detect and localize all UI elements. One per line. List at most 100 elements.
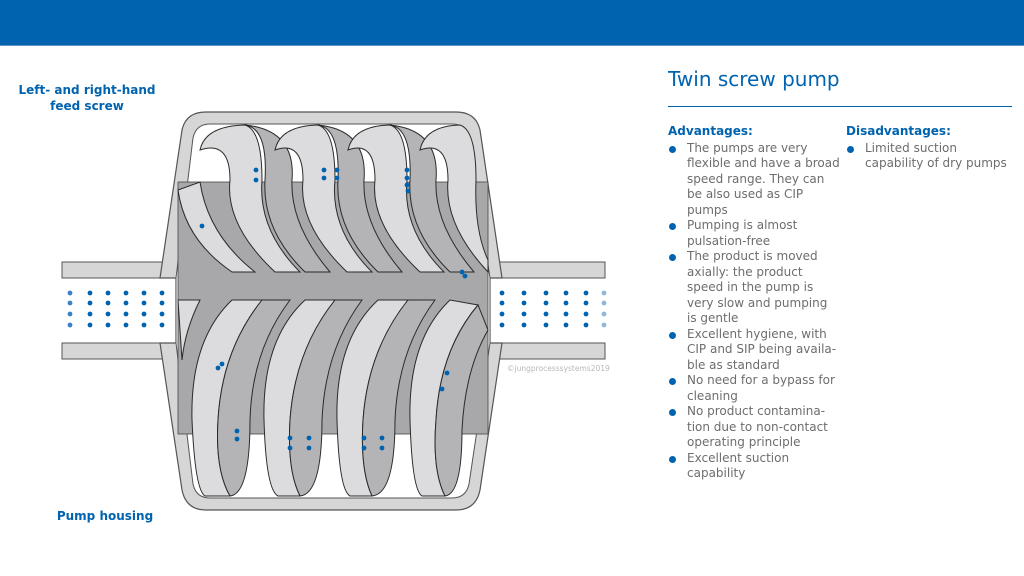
- product-particle: [253, 177, 259, 183]
- product-particle: [253, 167, 259, 173]
- feed-screw-label: Left- and right-hand feed screw: [18, 83, 156, 113]
- product-particle: [543, 300, 549, 306]
- bullet-icon: [669, 378, 676, 385]
- product-particle: [215, 365, 221, 371]
- bullet-icon: [669, 223, 676, 230]
- advantages-heading: Advantages:: [668, 124, 753, 138]
- product-particle: [123, 290, 129, 296]
- product-particle: [87, 290, 93, 296]
- list-item-text: The product is moved axially: the produc…: [687, 249, 828, 325]
- list-item: Excellent hygiene, with CIP and SIP bein…: [668, 327, 840, 374]
- product-particle: [123, 322, 129, 328]
- pump-housing-label: Pump housing: [56, 509, 154, 523]
- product-particle: [287, 435, 293, 441]
- list-item-text: Excellent hygiene, with CIP and SIP bein…: [687, 326, 837, 372]
- header-bar: [0, 0, 1024, 46]
- product-particle: [601, 311, 607, 317]
- product-particle: [87, 300, 93, 306]
- product-particle: [306, 435, 312, 441]
- product-particle: [583, 311, 589, 317]
- product-particle: [159, 322, 165, 328]
- product-particle: [601, 322, 607, 328]
- product-particle: [404, 182, 410, 188]
- product-particle: [306, 445, 312, 451]
- product-particle: [459, 269, 465, 275]
- product-particle: [499, 311, 505, 317]
- copyright-notice: ©jungprocesssystems2019: [507, 364, 610, 373]
- title-divider: [668, 106, 1012, 107]
- bullet-icon: [669, 409, 676, 416]
- advantages-column: Advantages: The pumps are very flexible …: [668, 124, 840, 482]
- bullet-icon: [669, 455, 676, 463]
- product-particle: [563, 290, 569, 296]
- product-particle: [123, 300, 129, 306]
- product-particle: [379, 435, 385, 441]
- product-particle: [234, 436, 240, 442]
- list-item: No product contamina-tion due to non-con…: [668, 404, 840, 451]
- list-item: The product is moved axially: the produc…: [668, 249, 840, 327]
- product-particle: [499, 322, 505, 328]
- product-particle: [105, 322, 111, 328]
- product-particle: [462, 273, 468, 279]
- product-particle: [563, 300, 569, 306]
- product-particle: [321, 175, 327, 181]
- product-particle: [159, 311, 165, 317]
- product-particle: [287, 445, 293, 451]
- product-particle: [199, 223, 205, 229]
- twin-screw-pump-diagram: [61, 111, 607, 511]
- product-particle: [543, 311, 549, 317]
- list-item: Limited suction capability of dry pumps: [846, 141, 1016, 172]
- product-particle: [219, 361, 225, 367]
- product-particle: [105, 300, 111, 306]
- disadvantages-list: Limited suction capability of dry pumps: [846, 141, 1016, 172]
- product-particle: [404, 175, 410, 181]
- product-particle: [159, 300, 165, 306]
- product-flow-dots: [67, 167, 607, 451]
- product-particle: [361, 445, 367, 451]
- product-particle: [499, 290, 505, 296]
- product-particle: [543, 290, 549, 296]
- product-particle: [87, 322, 93, 328]
- list-item: Pumping is almost pulsation-free: [668, 218, 840, 249]
- outlet-pipe: [489, 261, 606, 360]
- product-particle: [67, 300, 73, 306]
- list-item-text: No product contamina-tion due to non-con…: [687, 404, 828, 449]
- product-particle: [521, 300, 527, 306]
- product-particle: [379, 445, 385, 451]
- advantages-list: The pumps are very flexible and have a b…: [668, 141, 840, 482]
- product-particle: [67, 290, 73, 296]
- product-particle: [521, 311, 527, 317]
- product-particle: [404, 167, 410, 173]
- product-particle: [334, 175, 340, 181]
- product-particle: [159, 290, 165, 296]
- product-particle: [105, 290, 111, 296]
- list-item-text: Limited suction capability of dry pumps: [865, 140, 1007, 171]
- product-particle: [123, 311, 129, 317]
- list-item-text: Excellent suction capability: [687, 450, 790, 481]
- product-particle: [583, 322, 589, 328]
- product-particle: [583, 300, 589, 306]
- product-particle: [234, 428, 240, 434]
- product-particle: [499, 300, 505, 306]
- product-particle: [334, 167, 340, 173]
- disadvantages-column: Disadvantages: Limited suction capabilit…: [846, 124, 1016, 172]
- product-particle: [141, 322, 147, 328]
- product-particle: [361, 435, 367, 441]
- product-particle: [601, 300, 607, 306]
- product-particle: [601, 290, 607, 296]
- product-particle: [444, 370, 450, 376]
- product-particle: [141, 311, 147, 317]
- list-item: The pumps are very flexible and have a b…: [668, 141, 840, 219]
- bullet-icon: [669, 331, 676, 339]
- product-particle: [105, 311, 111, 317]
- disadvantages-heading: Disadvantages:: [846, 124, 951, 138]
- bullet-icon: [847, 145, 854, 153]
- product-particle: [521, 322, 527, 328]
- product-particle: [141, 300, 147, 306]
- product-particle: [521, 290, 527, 296]
- list-item-text: The pumps are very flexible and have a b…: [687, 140, 840, 217]
- product-particle: [141, 290, 147, 296]
- product-particle: [405, 188, 411, 194]
- list-item: No need for a bypass for cleaning: [668, 373, 840, 404]
- bullet-icon: [669, 145, 676, 153]
